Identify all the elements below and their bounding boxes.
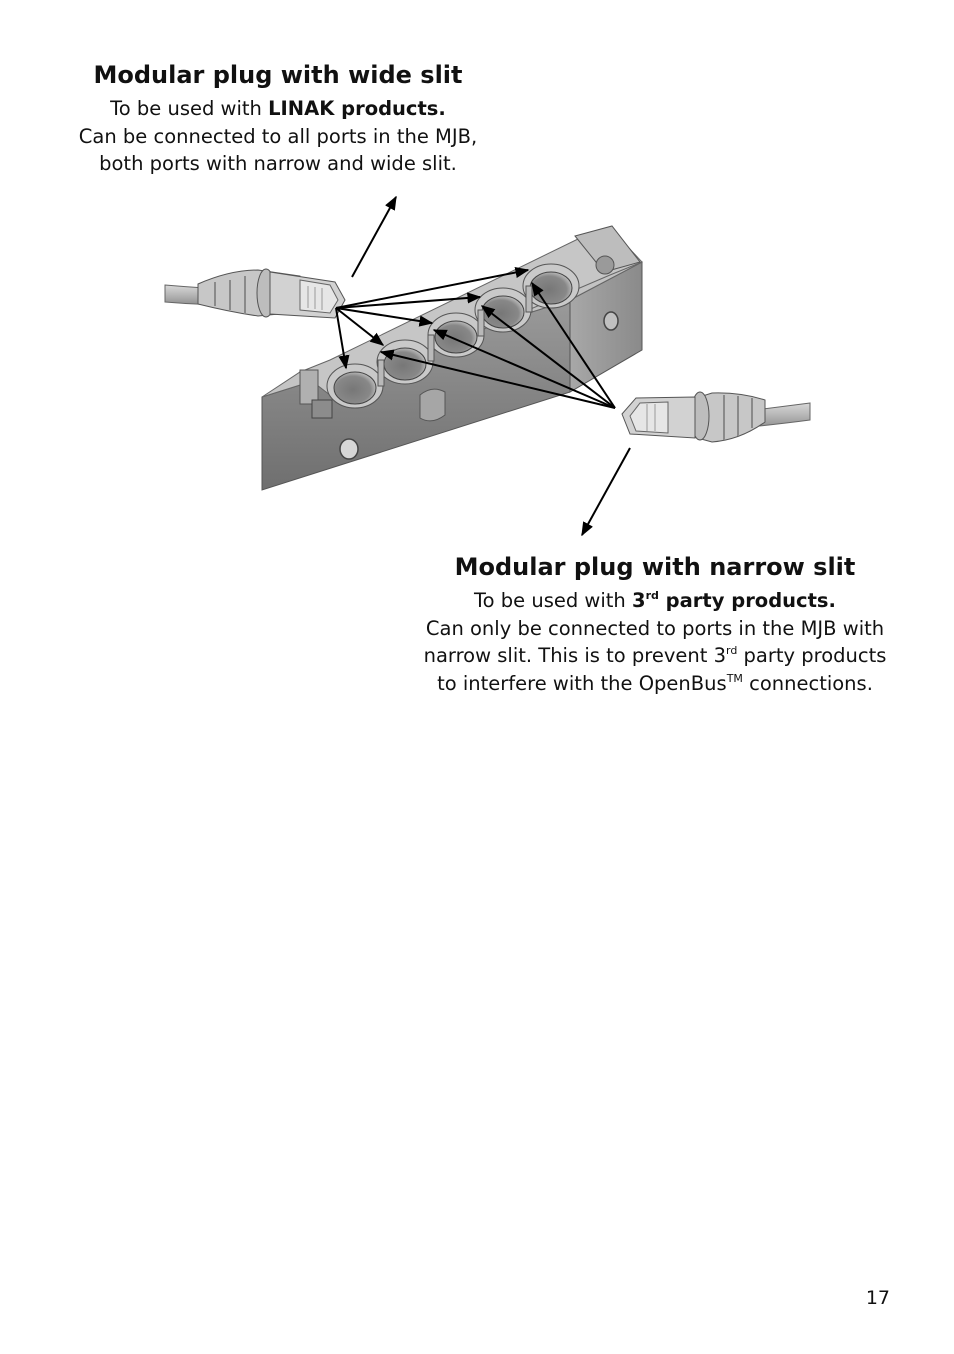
mjb-junction-box — [261, 225, 643, 491]
wide-slit-plug-illustration — [164, 268, 346, 319]
wide-slit-usage-line: To be used with LINAK products. — [60, 95, 496, 123]
narrow-slit-reason-line: narrow slit. This is to prevent 3rd part… — [404, 642, 906, 670]
wide-slit-description: Modular plug with wide slit To be used w… — [60, 58, 496, 178]
narrow-slit-compat-line: Can only be connected to ports in the MJ… — [425, 616, 885, 640]
narrow-slit-openbus-prefix: to interfere with the OpenBus — [437, 671, 727, 695]
narrow-slit-usage-sup: rd — [645, 589, 659, 602]
mjb-port-1 — [326, 363, 384, 409]
narrow-slit-usage-prefix: To be used with — [474, 589, 632, 612]
mjb-port-2 — [376, 339, 434, 385]
narrow-slit-plug-illustration — [621, 391, 811, 443]
narrow-slit-arrows — [379, 281, 631, 537]
narrow-slit-reason-sup: rd — [726, 644, 738, 657]
page-number: 17 — [865, 1287, 890, 1309]
openbus-trademark: TM — [726, 671, 743, 685]
narrow-slit-description: Modular plug with narrow slit To be used… — [404, 550, 906, 697]
narrow-slit-reason-rest: party products — [737, 644, 887, 667]
wide-slit-arrows — [335, 195, 530, 370]
narrow-slit-openbus-line: to interfere with the OpenBusTM connecti… — [404, 670, 906, 698]
wide-slit-usage-prefix: To be used with — [110, 97, 269, 120]
mjb-port-5 — [522, 263, 580, 309]
narrow-slit-usage-product: party products. — [658, 589, 836, 612]
narrow-slit-usage-number: 3 — [632, 589, 646, 612]
mjb-port-3 — [427, 312, 485, 358]
narrow-slit-usage-line: To be used with 3rd party products. — [404, 587, 906, 615]
wide-slit-compat-line-2: both ports with narrow and wide slit. — [99, 152, 457, 175]
mjb-port-4 — [474, 287, 532, 333]
narrow-slit-openbus-rest: connections. — [742, 671, 873, 695]
narrow-slit-reason-prefix: narrow slit. This is to prevent 3 — [423, 644, 726, 667]
wide-slit-heading: Modular plug with wide slit — [93, 61, 463, 89]
wide-slit-usage-product: LINAK products. — [268, 97, 446, 120]
narrow-slit-heading: Modular plug with narrow slit — [454, 553, 856, 581]
wide-slit-compat-line: Can be connected to all ports in the MJB… — [78, 124, 478, 148]
